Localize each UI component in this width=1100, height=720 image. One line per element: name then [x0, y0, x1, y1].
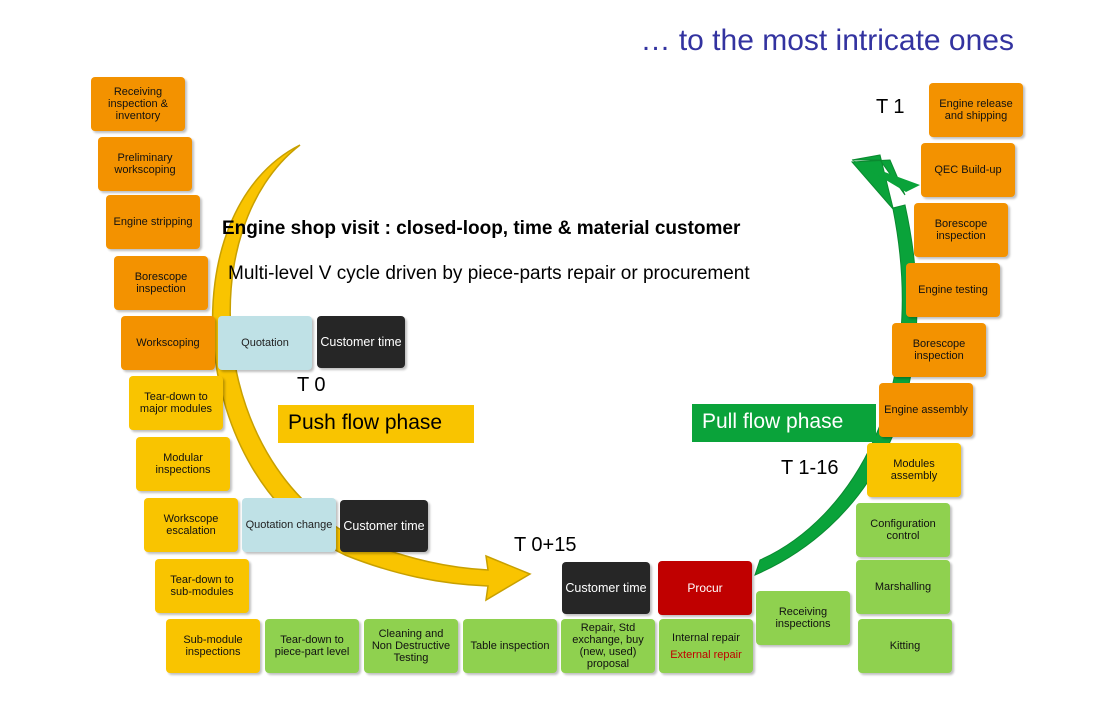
step-engine-assembly: Engine assembly	[879, 383, 973, 437]
time-label-t0: T 0	[297, 374, 326, 396]
step-tear-down-sub-modules: Tear-down to sub-modules	[155, 559, 249, 613]
procur-box: Procur	[658, 561, 752, 615]
push-flow-phase-label: Push flow phase	[278, 405, 474, 443]
pull-flow-arrow	[754, 154, 918, 576]
diagram-subheading: Multi-level V cycle driven by piece-part…	[228, 263, 750, 284]
time-label-t1: T 1	[876, 96, 905, 118]
step-marshalling: Marshalling	[856, 560, 950, 614]
step-workscoping: Workscoping	[121, 316, 215, 370]
step-receiving-inspection: Receiving inspection & inventory	[91, 77, 185, 131]
step-modular-inspections: Modular inspections	[136, 437, 230, 491]
customer-time-box-3: Customer time	[562, 562, 650, 614]
step-repair-proposal: Repair, Std exchange, buy (new, used) pr…	[561, 619, 655, 673]
step-configuration-control: Configuration control	[856, 503, 950, 557]
internal-repair-label: Internal repair	[672, 631, 740, 644]
step-kitting: Kitting	[858, 619, 952, 673]
step-borescope-inspection-right-2: Borescope inspection	[892, 323, 986, 377]
step-tear-down-piece-part: Tear-down to piece-part level	[265, 619, 359, 673]
step-engine-stripping: Engine stripping	[106, 195, 200, 249]
pull-flow-arrow-head	[852, 160, 920, 192]
page-title: … to the most intricate ones	[640, 24, 1014, 57]
time-label-t0-15: T 0+15	[514, 534, 577, 556]
step-borescope-inspection-left: Borescope inspection	[114, 256, 208, 310]
external-repair-label: External repair	[670, 648, 742, 661]
step-sub-module-inspections: Sub-module inspections	[166, 619, 260, 673]
step-engine-testing: Engine testing	[906, 263, 1000, 317]
step-receiving-inspections-right: Receiving inspections	[756, 591, 850, 645]
step-modules-assembly: Modules assembly	[867, 443, 961, 497]
step-workscope-escalation: Workscope escalation	[144, 498, 238, 552]
customer-time-box-1: Customer time	[317, 316, 405, 368]
step-repair-internal-external: Internal repair External repair	[659, 619, 753, 673]
time-label-t1-16: T 1-16	[781, 457, 839, 479]
pull-flow-phase-label: Pull flow phase	[692, 404, 876, 442]
step-cleaning-ndt: Cleaning and Non Destructive Testing	[364, 619, 458, 673]
quotation-change-box: Quotation change	[242, 498, 336, 552]
step-tear-down-major-modules: Tear-down to major modules	[129, 376, 223, 430]
push-flow-arrow	[211, 144, 532, 602]
step-preliminary-workscoping: Preliminary workscoping	[98, 137, 192, 191]
step-engine-release-shipping: Engine release and shipping	[929, 83, 1023, 137]
step-table-inspection: Table inspection	[463, 619, 557, 673]
diagram-heading: Engine shop visit : closed-loop, time & …	[222, 218, 741, 239]
customer-time-box-2: Customer time	[340, 500, 428, 552]
step-borescope-inspection-right-1: Borescope inspection	[914, 203, 1008, 257]
quotation-box: Quotation	[218, 316, 312, 370]
step-qec-build-up: QEC Build-up	[921, 143, 1015, 197]
